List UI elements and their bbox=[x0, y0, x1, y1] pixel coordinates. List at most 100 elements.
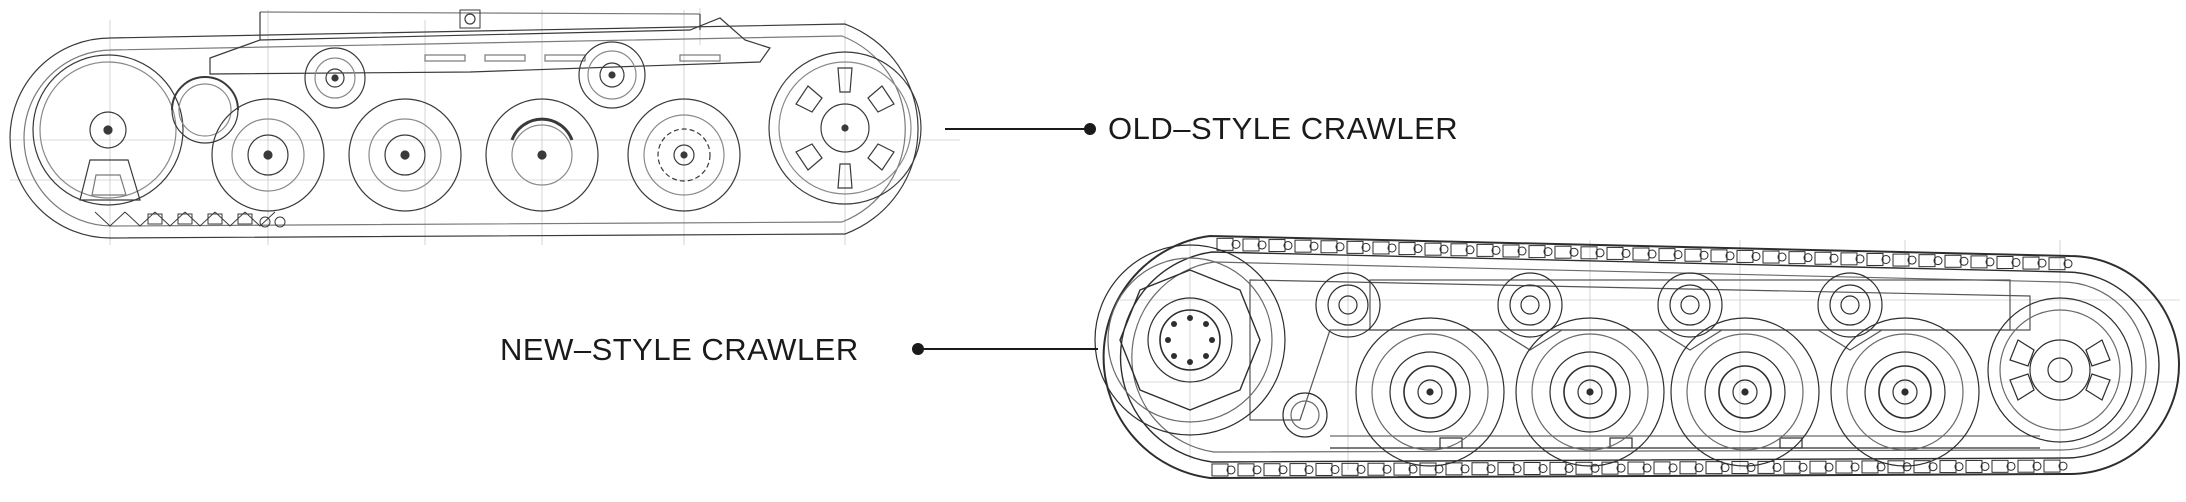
new-track-link-top bbox=[1996, 255, 2014, 269]
new-track-link-bottom-pin bbox=[1616, 463, 1626, 473]
old-track-shoes bbox=[94, 211, 286, 228]
new-track-link-bottom bbox=[1315, 462, 1333, 476]
new-track-links-bottom bbox=[1211, 459, 2068, 477]
new-road-wheel-2 bbox=[1515, 317, 1665, 467]
new-track-link-top bbox=[1788, 251, 1806, 265]
new-track-link-top-pin bbox=[1309, 241, 1319, 251]
new-track-link-bottom bbox=[1263, 463, 1281, 477]
new-track-link-bottom-pin bbox=[1642, 463, 1652, 473]
new-track-link-top bbox=[1632, 247, 1650, 261]
new-track-link-top-pin bbox=[1751, 251, 1761, 261]
old-track-inner bbox=[23, 35, 906, 227]
old-tension-wheel bbox=[171, 76, 239, 144]
new-track-link-bottom bbox=[1783, 460, 1801, 474]
new-track-link-bottom bbox=[1731, 461, 1749, 475]
old-idler-wheel bbox=[768, 51, 922, 205]
new-track-link-bottom bbox=[1653, 461, 1671, 475]
new-track-link-bottom bbox=[1393, 462, 1411, 476]
new-track-link-top-pin bbox=[1387, 243, 1397, 253]
old-road-wheel-3 bbox=[485, 98, 599, 212]
new-track-link-top bbox=[1320, 240, 1338, 254]
new-track-link-top-pin bbox=[1491, 245, 1501, 255]
new-carrier-roller-3 bbox=[1657, 272, 1723, 351]
new-track-link-top bbox=[2048, 257, 2066, 271]
new-track-link-bottom-pin bbox=[1226, 465, 1236, 475]
new-idler-wheel bbox=[1987, 297, 2133, 443]
new-track-link-top bbox=[1580, 246, 1598, 260]
new-track-link-top bbox=[1294, 239, 1312, 253]
new-track-link-bottom bbox=[1835, 460, 1853, 474]
old-road-wheel-1 bbox=[211, 98, 325, 212]
new-track-link-bottom bbox=[1289, 463, 1307, 477]
new-track-link-bottom bbox=[1627, 461, 1645, 475]
new-track-link-bottom bbox=[1705, 461, 1723, 475]
leader-lines bbox=[912, 123, 1098, 355]
new-track-link-top-pin bbox=[1439, 244, 1449, 254]
new-track-link-top-pin bbox=[1777, 252, 1787, 262]
new-track-link-top bbox=[1502, 244, 1520, 258]
new-track-link-bottom-pin bbox=[1278, 465, 1288, 475]
new-track-link-top-pin bbox=[1985, 257, 1995, 267]
new-track-link-top-pin bbox=[1569, 247, 1579, 257]
new-drive-sprocket bbox=[1094, 244, 1286, 436]
new-track-link-bottom bbox=[1939, 460, 1957, 474]
new-track-link-top-pin bbox=[1829, 253, 1839, 263]
new-track-link-top-pin bbox=[1647, 249, 1657, 259]
new-sprocket-bolts bbox=[1165, 315, 1215, 365]
new-track-link-top-pin bbox=[1335, 242, 1345, 252]
new-track-link-top bbox=[1866, 252, 1884, 266]
new-track-link-bottom-pin bbox=[1824, 462, 1834, 472]
new-track-link-bottom-pin bbox=[1460, 464, 1470, 474]
new-track-link-bottom-pin bbox=[1356, 464, 1366, 474]
new-track-link-top bbox=[1736, 249, 1754, 263]
new-track-link-bottom bbox=[1601, 461, 1619, 475]
new-track-links-top bbox=[1216, 237, 2073, 271]
new-style-crawler-label: NEW–STYLE CRAWLER bbox=[500, 332, 859, 367]
new-track-link-top bbox=[1372, 241, 1390, 255]
new-track-link-bottom bbox=[1549, 461, 1567, 475]
new-carrier-roller-4 bbox=[1817, 272, 1883, 351]
old-carrier-roller-2 bbox=[578, 41, 646, 109]
new-track-link-bottom-pin bbox=[1798, 462, 1808, 472]
new-track-link-top-pin bbox=[2037, 258, 2047, 268]
new-track-link-bottom bbox=[1419, 462, 1437, 476]
new-style-crawler-drawing bbox=[1094, 234, 2180, 480]
new-track-link-top-pin bbox=[1855, 254, 1865, 264]
new-track-link-top-pin bbox=[1465, 245, 1475, 255]
new-track-link-top-pin bbox=[1231, 239, 1241, 249]
new-track-link-top-pin bbox=[1543, 247, 1553, 257]
new-track-link-bottom bbox=[1679, 461, 1697, 475]
new-track-link-bottom-pin bbox=[1772, 462, 1782, 472]
new-frame bbox=[1249, 279, 2031, 421]
new-track-link-bottom-pin bbox=[1408, 464, 1418, 474]
new-track-link-bottom-pin bbox=[1954, 462, 1964, 472]
new-leader-dot bbox=[912, 343, 924, 355]
new-track-link-bottom bbox=[1237, 463, 1255, 477]
new-road-wheel-4 bbox=[1830, 317, 1980, 467]
new-track-link-top-pin bbox=[1933, 256, 1943, 266]
new-track-link-bottom bbox=[1913, 460, 1931, 474]
new-track-link-top bbox=[1268, 239, 1286, 253]
new-track-link-top bbox=[1762, 250, 1780, 264]
new-track-link-top-pin bbox=[2011, 257, 2021, 267]
new-track-link-bottom bbox=[1471, 462, 1489, 476]
new-track-link-top bbox=[1398, 242, 1416, 256]
new-track-link-top-pin bbox=[1413, 244, 1423, 254]
new-track-link-bottom bbox=[1965, 459, 1983, 473]
new-track-link-bottom bbox=[1861, 460, 1879, 474]
new-track-link-top bbox=[1944, 254, 1962, 268]
new-track-link-bottom bbox=[1341, 462, 1359, 476]
new-track-link-bottom bbox=[1809, 460, 1827, 474]
new-track-link-bottom-pin bbox=[1538, 464, 1548, 474]
new-track-link-top-pin bbox=[1257, 240, 1267, 250]
new-track-link-bottom bbox=[2043, 459, 2061, 473]
new-track-link-top bbox=[1450, 243, 1468, 257]
new-track-link-top-pin bbox=[1881, 254, 1891, 264]
new-road-wheel-1 bbox=[1355, 317, 1505, 467]
new-track-link-top bbox=[1710, 249, 1728, 263]
new-track-link-bottom-pin bbox=[1668, 463, 1678, 473]
old-style-crawler-label: OLD–STYLE CRAWLER bbox=[1108, 111, 1459, 146]
old-drive-sprocket bbox=[32, 54, 184, 206]
